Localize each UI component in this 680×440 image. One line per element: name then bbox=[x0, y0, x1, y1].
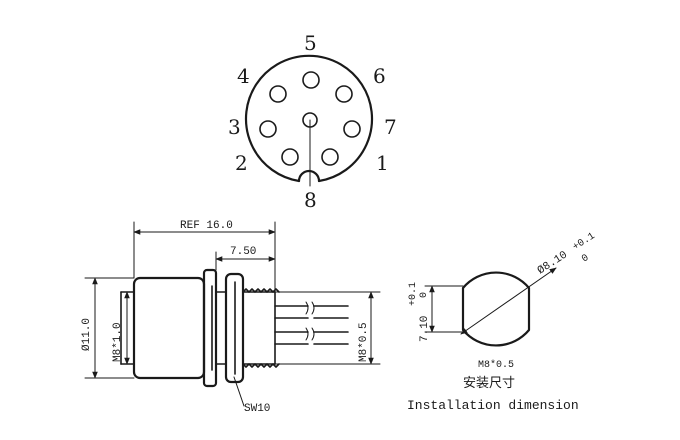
pin-label-6: 6 bbox=[373, 64, 386, 88]
flat-width-tol-lower: 0 bbox=[419, 292, 430, 298]
pin-label-5: 5 bbox=[304, 31, 317, 55]
pin-7 bbox=[343, 120, 361, 138]
pin-6 bbox=[335, 85, 353, 103]
thread-length-label: 7.50 bbox=[230, 246, 256, 258]
thread-teeth-top bbox=[242, 288, 280, 293]
wire-break-symbol bbox=[305, 327, 315, 341]
pin-label-3: 3 bbox=[228, 115, 241, 139]
cutout-diameter-tol-upper: +0.1 bbox=[571, 231, 597, 253]
cutout-diameter-dimension bbox=[460, 267, 557, 335]
front-thread-label: M8*1.0 bbox=[112, 322, 124, 362]
pin-5 bbox=[302, 71, 320, 89]
installation-thread-label: M8*0.5 bbox=[478, 359, 514, 371]
d-cutout-outline bbox=[461, 271, 531, 347]
pin-label-1: 1 bbox=[376, 151, 389, 175]
body-diameter-label: Ø11.0 bbox=[81, 318, 93, 351]
wrench-size-label: SW10 bbox=[244, 403, 270, 415]
pin-face-view: 1 2 3 4 5 6 7 8 bbox=[228, 31, 397, 212]
wires bbox=[274, 301, 349, 345]
flat-width-tol-upper: +0.1 bbox=[408, 282, 419, 306]
keying-notch bbox=[297, 169, 321, 183]
rear-thread-label: M8*0.5 bbox=[358, 322, 370, 362]
pin-1 bbox=[321, 148, 339, 166]
hex-nut bbox=[224, 272, 245, 384]
pin-label-8: 8 bbox=[304, 188, 317, 212]
cutout-diameter-tol-lower: 0 bbox=[580, 253, 591, 266]
connector-face-outline bbox=[244, 54, 374, 183]
pin-4 bbox=[269, 85, 287, 103]
flat-width-label: 7.10 bbox=[419, 316, 431, 342]
pin-label-7: 7 bbox=[384, 115, 397, 139]
pin-label-4: 4 bbox=[237, 64, 250, 88]
installation-caption-cn: 安装尺寸 bbox=[463, 376, 515, 391]
cutout-diameter-label: Ø8.10 bbox=[536, 249, 570, 277]
connector-body bbox=[132, 276, 206, 380]
installation-cutout-view: Ø8.10 +0.1 0 7.10 +0.1 0 M8*0.5 安装尺寸 Ins… bbox=[407, 231, 597, 413]
installation-caption-en: Installation dimension bbox=[407, 398, 579, 413]
thread-teeth-bottom bbox=[242, 363, 280, 368]
flange bbox=[202, 268, 218, 388]
wire-break-symbol bbox=[305, 301, 315, 315]
ref-length-label: REF 16.0 bbox=[180, 220, 233, 232]
wrench-size-leader bbox=[233, 376, 245, 407]
pin-2 bbox=[281, 148, 299, 166]
pin-label-2: 2 bbox=[235, 151, 248, 175]
side-view: REF 16.0 7.50 Ø11.0 M8*1.0 M8*0.5 SW10 bbox=[81, 220, 381, 415]
pin-3 bbox=[259, 120, 277, 138]
rear-thread bbox=[242, 288, 280, 368]
